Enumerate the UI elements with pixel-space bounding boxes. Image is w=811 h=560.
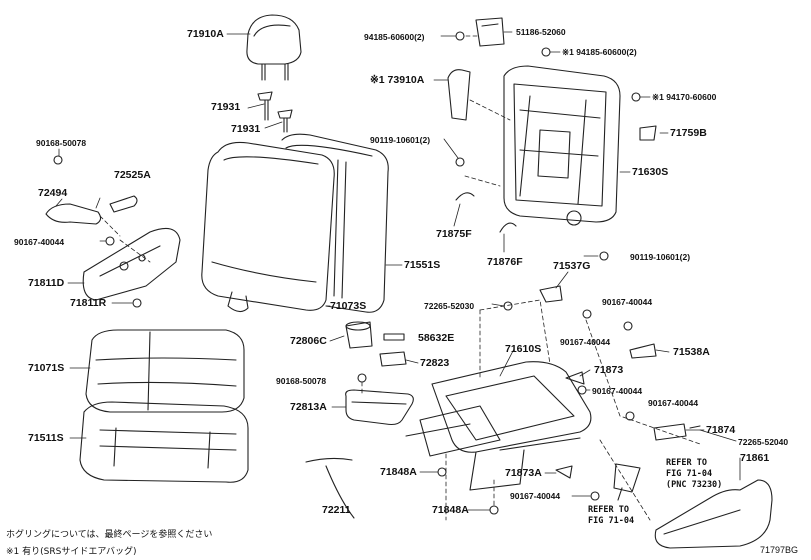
reference-line: REFER TO — [666, 458, 707, 468]
part-label-71537G: 71537G — [553, 260, 591, 272]
seat-cushion-frame — [405, 361, 592, 491]
part-label-71876F: 71876F — [487, 256, 523, 268]
reference-line: REFER TO — [588, 505, 629, 515]
reference-line: (PNC 73230) — [666, 480, 723, 490]
part-label-72525A: 72525A — [114, 169, 151, 181]
part-label-71551S: 71551S — [404, 259, 441, 271]
part-label-90168-upper: 90168-50078 — [36, 138, 87, 148]
part-label-90167-e: 90167-40044 — [648, 398, 699, 408]
part-label-71931-upper: 71931 — [211, 101, 241, 113]
small-tray — [379, 351, 407, 367]
storage-tray — [345, 389, 414, 426]
part-label-71511S: 71511S — [28, 432, 64, 444]
part-label-71874: 71874 — [706, 424, 736, 436]
part-label-51186: 51186-52060 — [516, 27, 566, 37]
part-label-72265-52040: 72265-52040 — [738, 437, 789, 447]
part-label-71873: 71873 — [594, 364, 624, 376]
footnote-srs-airbag: ※1 有り(SRSサイドエアバッグ) — [6, 547, 137, 557]
clips — [455, 192, 701, 479]
side-shield — [82, 227, 181, 301]
part-label-71073S: 71073S — [330, 300, 367, 312]
part-label-71873A: 71873A — [505, 467, 542, 479]
part-label-94185-right: ※1 94185-60600(2) — [562, 47, 637, 57]
part-label-90168-lower: 90168-50078 — [276, 376, 327, 386]
part-label-72813A: 72813A — [290, 401, 327, 413]
part-label-90167-b: 90167-40044 — [602, 297, 653, 307]
part-label-72806C: 72806C — [290, 335, 327, 347]
part-label-71759B: 71759B — [670, 127, 707, 139]
seatback-cover — [201, 141, 335, 313]
fasteners — [53, 31, 641, 515]
part-label-71630S: 71630S — [632, 166, 669, 178]
part-label-90167-d: 90167-40044 — [592, 386, 643, 396]
seat-cushion-cover — [85, 329, 245, 413]
part-label-72211: 72211 — [322, 504, 351, 516]
seatbelt-buckle — [613, 463, 641, 501]
part-label-71875F: 71875F — [436, 228, 472, 240]
recliner-lever — [45, 203, 102, 225]
part-label-71848A-lower: 71848A — [432, 504, 469, 516]
side-airbag — [447, 69, 471, 121]
drawing-number: 71797BG — [760, 545, 799, 555]
part-label-71848A-upper: 71848A — [380, 466, 417, 478]
part-label-94185-left: 94185-60600(2) — [364, 32, 425, 42]
part-label-71538A: 71538A — [673, 346, 710, 358]
lever-knob — [109, 195, 138, 213]
part-label-72823: 72823 — [420, 357, 450, 369]
part-label-90167-f: 90167-40044 — [510, 491, 561, 501]
reference-line: FIG 71-04 — [666, 469, 713, 479]
footnote-hog-ring: ホグリングについては、最終ページを参照ください — [6, 530, 213, 540]
part-label-72265-52030: 72265-52030 — [424, 301, 475, 311]
part-label-71811D: 71811D — [28, 277, 65, 289]
headrest-supports — [257, 91, 293, 133]
reference-line: FIG 71-04 — [588, 516, 635, 526]
seat-cushion-pad — [79, 401, 249, 483]
reference-note-pnc: REFER TO FIG 71-04 (PNC 73230) — [666, 458, 722, 491]
side-cover — [654, 479, 773, 549]
tray-mat — [383, 333, 405, 341]
part-label-72494: 72494 — [38, 187, 68, 199]
part-label-71910A: 71910A — [187, 28, 224, 40]
part-label-58632E: 58632E — [418, 332, 455, 344]
leader-lines — [55, 31, 741, 511]
cushion-wire — [305, 457, 355, 519]
part-label-90119-upper: 90119-10601(2) — [370, 135, 431, 145]
part-label-71931-lower: 71931 — [231, 123, 261, 135]
part-label-71610S: 71610S — [505, 343, 542, 355]
part-label-90119-lower: 90119-10601(2) — [630, 252, 691, 262]
headrest-bracket — [475, 17, 505, 47]
part-label-73910A: ※1 73910A — [370, 74, 425, 86]
part-label-90167-c: 90167-40044 — [560, 337, 611, 347]
part-label-71811R: 71811R — [70, 297, 107, 309]
part-label-90167-a: 90167-40044 — [14, 237, 65, 247]
part-label-71071S: 71071S — [28, 362, 65, 374]
reference-note-fig: REFER TO FIG 71-04 — [588, 505, 634, 527]
seatback-frame — [503, 65, 621, 226]
seatback-pad — [281, 133, 389, 313]
assembly-dashed-lines — [99, 35, 701, 521]
bracket-71759B — [639, 125, 657, 141]
cup-insert — [345, 321, 373, 349]
part-label-94170: ※1 94170-60600 — [652, 92, 717, 102]
part-label-71861: 71861 — [740, 452, 770, 464]
headrest — [246, 14, 302, 81]
